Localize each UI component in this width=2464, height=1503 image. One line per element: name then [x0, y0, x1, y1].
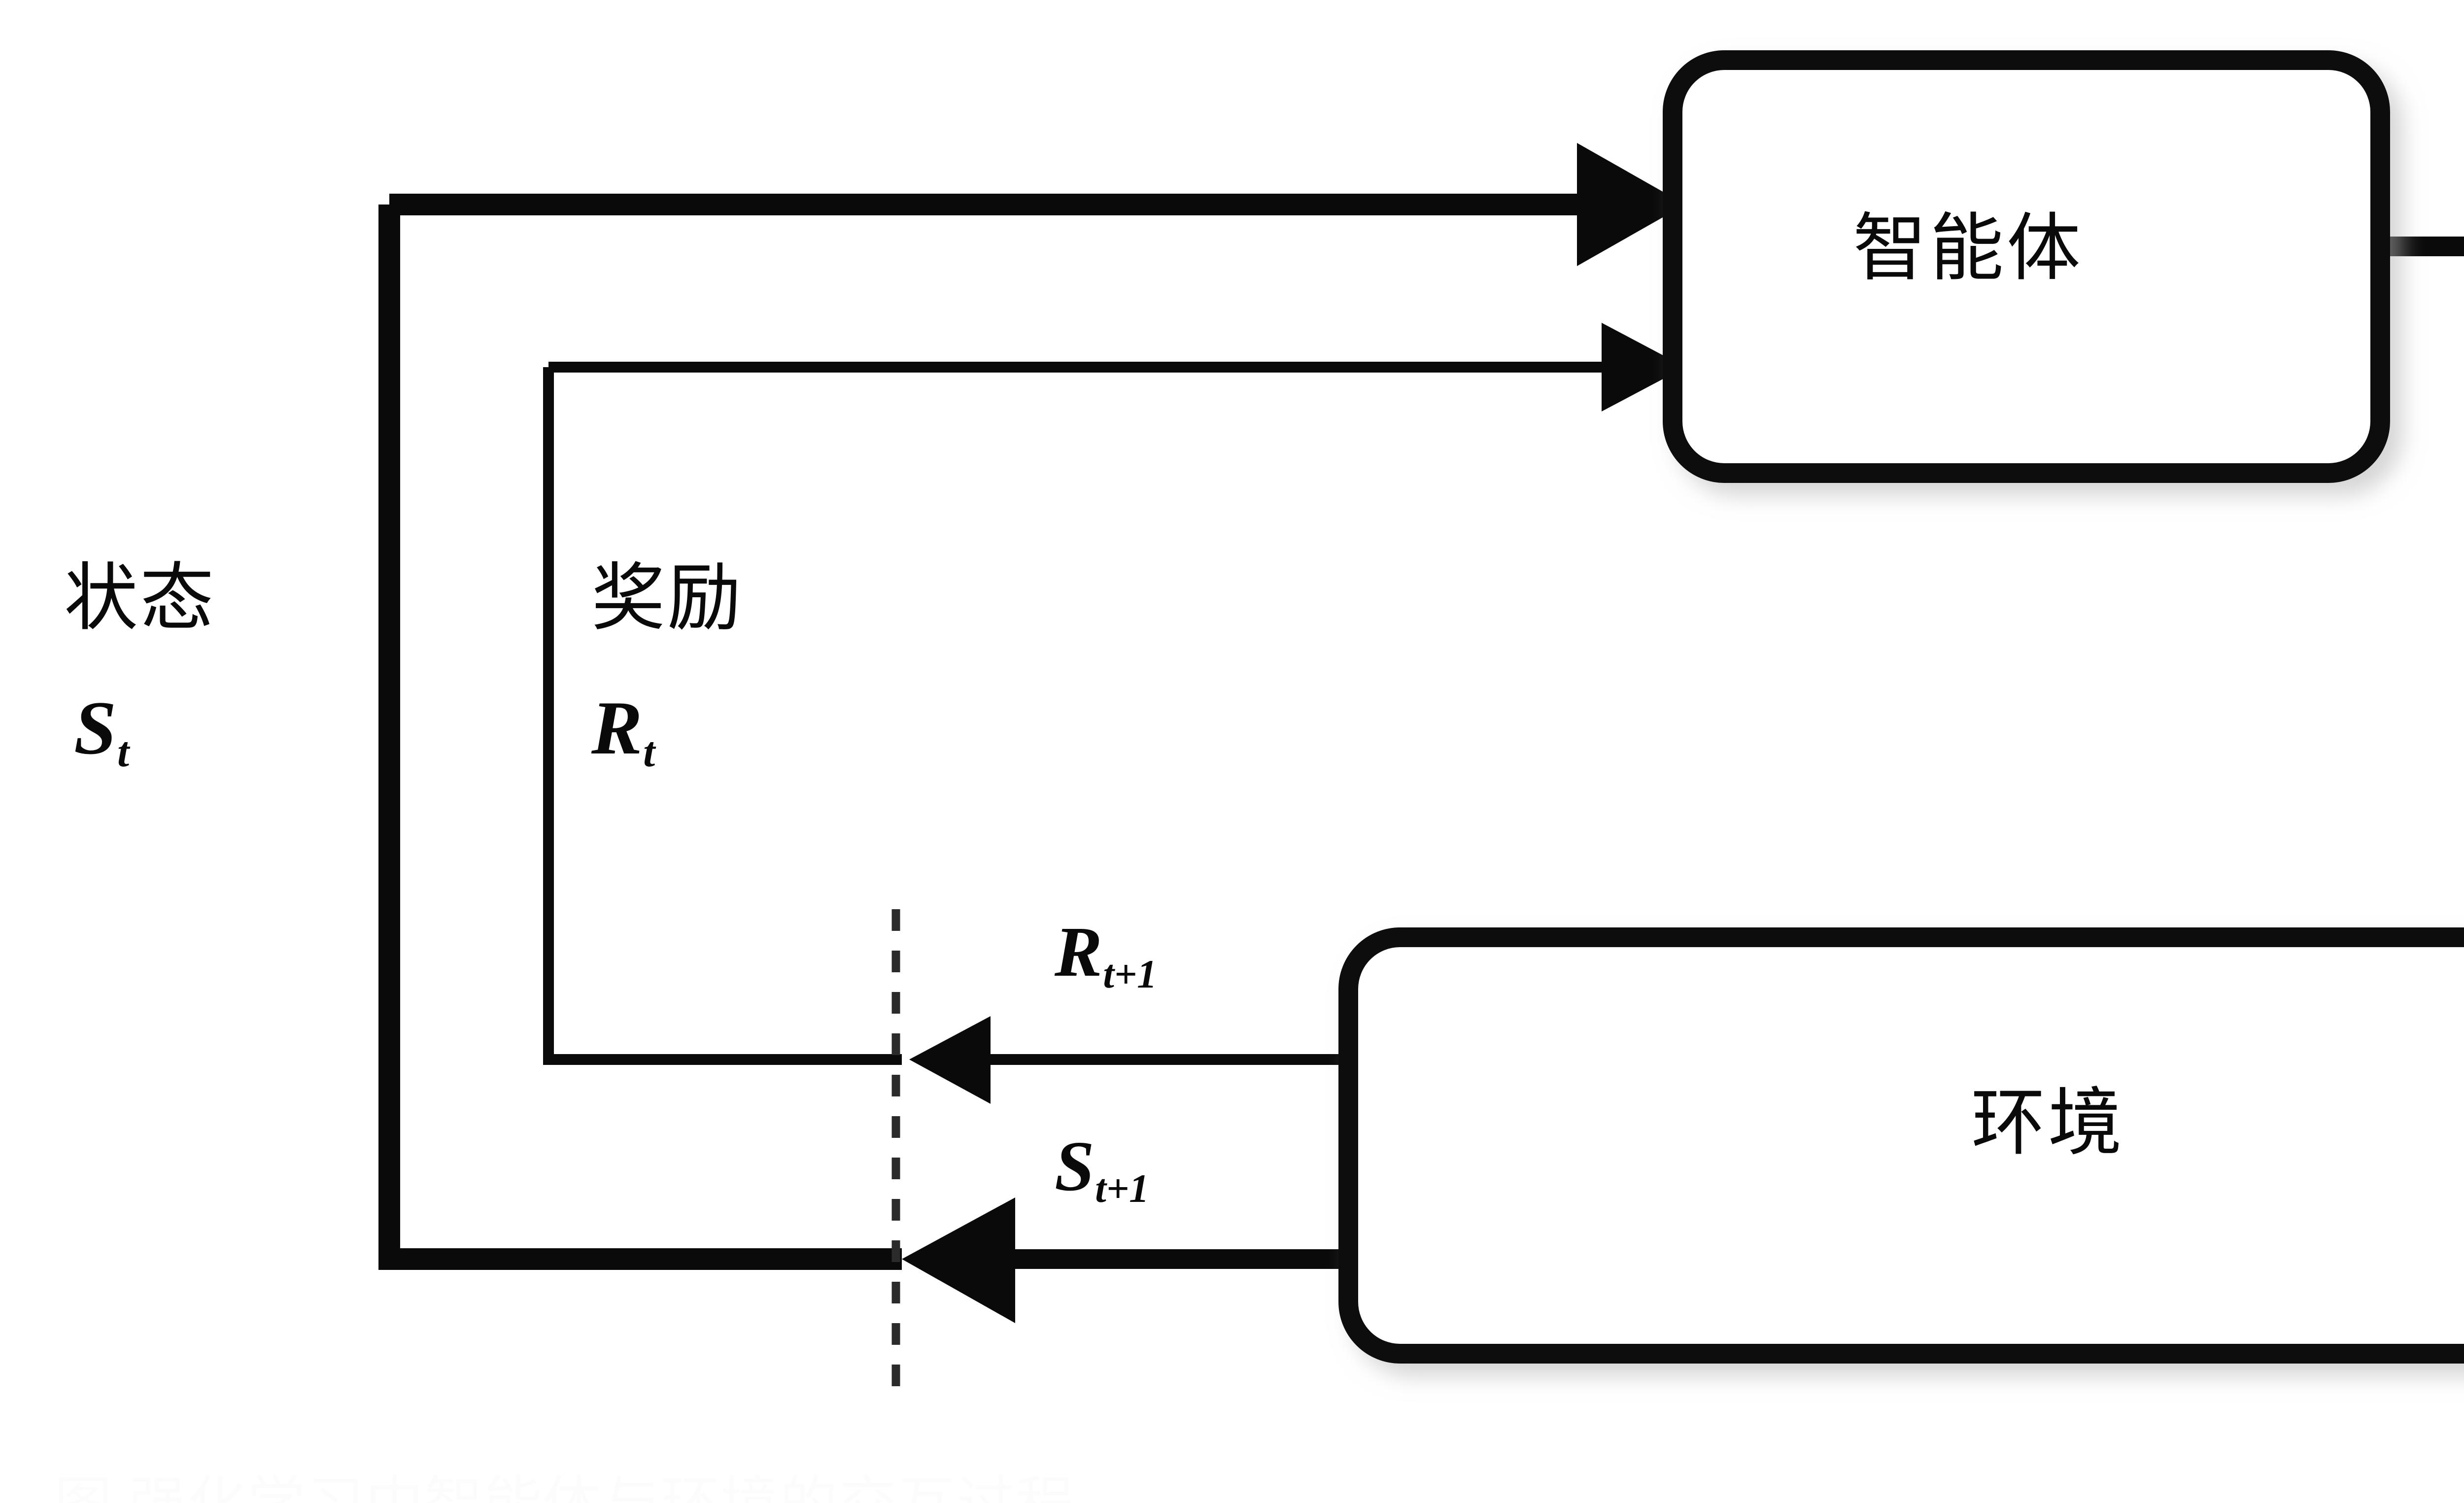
reward-label-cjk: 奖励	[591, 558, 744, 640]
state-label-cjk: 状态	[64, 558, 216, 640]
edge-env-state-out	[902, 1197, 1340, 1323]
reward-symbol: Rt	[591, 685, 655, 776]
agent-box[interactable]	[1663, 50, 2390, 483]
arrowhead-reward-out	[909, 1016, 991, 1104]
state-next-symbol: St+1	[1055, 1127, 1149, 1211]
edge-state-loop	[378, 143, 1685, 1270]
state-symbol: St	[74, 685, 130, 776]
figure-caption: 图 强化学习中智能体与环境的交互过程	[54, 1456, 1075, 1503]
edge-reward-loop	[543, 323, 1685, 1065]
agent-box-label: 智能体	[1853, 208, 2084, 290]
reward-next-symbol: Rt+1	[1055, 913, 1157, 997]
environment-box-label: 环境	[1971, 1083, 2125, 1164]
edge-env-reward-out	[909, 1016, 1340, 1104]
environment-box[interactable]	[1338, 927, 2464, 1364]
arrowhead-reward-to-agent	[1602, 323, 1685, 411]
arrowhead-state-to-agent	[1577, 143, 1685, 266]
arrowhead-state-out	[902, 1197, 1015, 1323]
